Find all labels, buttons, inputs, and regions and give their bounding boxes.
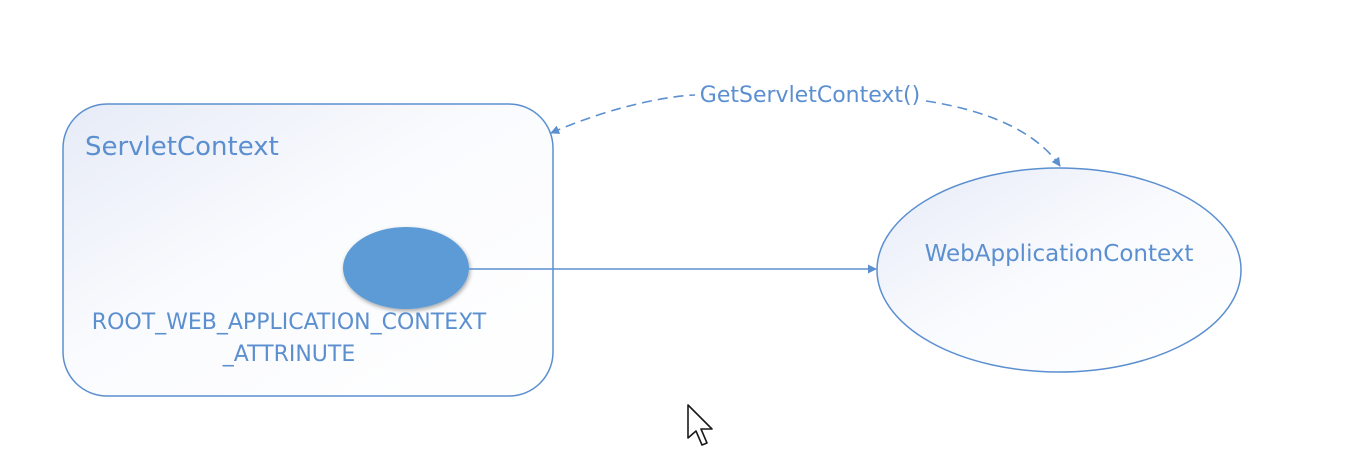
get-servlet-context-arrow-left — [550, 94, 696, 134]
servlet-context-title: ServletContext — [85, 132, 279, 162]
attribute-name-line1: ROOT_WEB_APPLICATION_CONTEXT — [92, 310, 487, 335]
servlet-context-node: ServletContext ROOT_WEB_APPLICATION_CONT… — [62, 103, 554, 397]
root-context-attribute-marker — [343, 227, 469, 309]
attribute-name-line2: _ATTRINUTE — [222, 342, 356, 367]
get-servlet-context-arrow-right — [925, 100, 1061, 167]
web-application-context-title: WebApplicationContext — [925, 241, 1194, 267]
mouse-cursor-icon — [687, 404, 713, 446]
web-application-context-node: WebApplicationContext — [876, 167, 1242, 373]
get-servlet-context-label: GetServletContext() — [700, 83, 920, 108]
